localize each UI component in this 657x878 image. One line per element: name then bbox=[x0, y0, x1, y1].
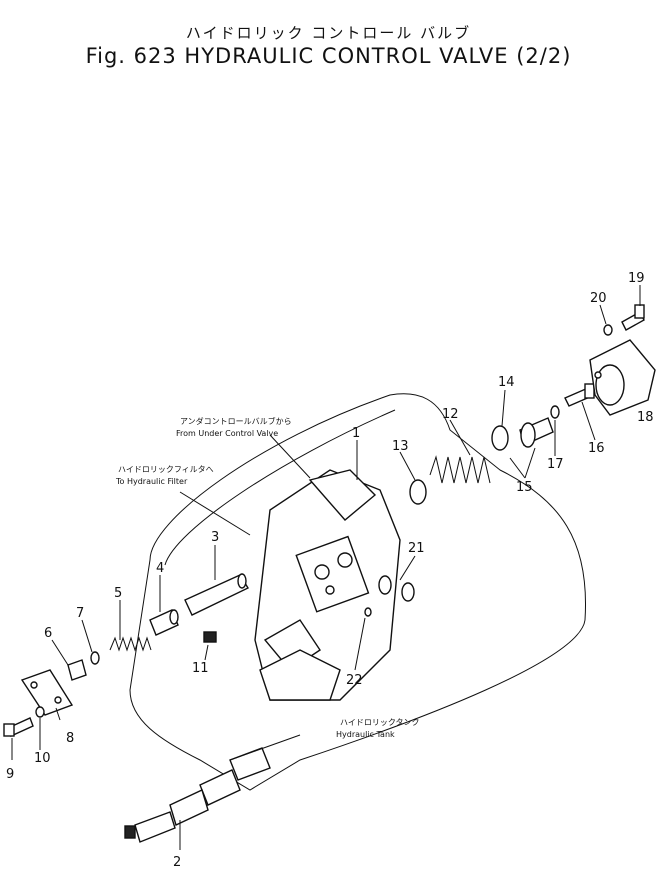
note-tank-en: Hydraulic Tank bbox=[336, 730, 395, 739]
spring-large bbox=[429, 455, 491, 484]
callout-21: 21 bbox=[408, 541, 425, 556]
plug bbox=[149, 609, 179, 636]
title-japanese: ハイドロリック コントロール バルブ bbox=[185, 24, 472, 42]
callout-3: 3 bbox=[211, 530, 219, 545]
bolt-19 bbox=[621, 304, 645, 331]
callout-18: 18 bbox=[637, 410, 654, 425]
o-ring-22 bbox=[364, 607, 372, 617]
callout-4: 4 bbox=[156, 561, 164, 576]
o-ring-21b bbox=[401, 582, 415, 602]
fitting-assembly bbox=[124, 747, 271, 843]
o-ring-17 bbox=[550, 405, 560, 419]
callout-7: 7 bbox=[76, 606, 84, 621]
washer-20 bbox=[603, 324, 613, 336]
o-ring-7 bbox=[90, 651, 100, 665]
callout-5: 5 bbox=[114, 586, 122, 601]
retainer bbox=[67, 659, 87, 681]
callout-11: 11 bbox=[192, 661, 209, 676]
callout-15: 15 bbox=[516, 480, 533, 495]
bolt-16 bbox=[564, 383, 595, 407]
spring-small bbox=[109, 636, 152, 652]
note-to-filter-en: To Hydraulic Filter bbox=[115, 477, 188, 486]
callout-10: 10 bbox=[34, 751, 51, 766]
spool bbox=[184, 573, 250, 616]
washer-10 bbox=[35, 706, 45, 718]
note-from-under-en: From Under Control Valve bbox=[176, 429, 278, 438]
callout-12: 12 bbox=[442, 407, 459, 422]
cover bbox=[589, 339, 656, 416]
valve-body bbox=[254, 469, 401, 701]
note-to-filter-jp: ハイドロリックフィルタへ bbox=[118, 465, 214, 474]
callout-9: 9 bbox=[6, 767, 14, 782]
ring-14 bbox=[491, 425, 509, 451]
callout-2: 2 bbox=[173, 855, 181, 870]
callout-22: 22 bbox=[346, 673, 363, 688]
leader-lines bbox=[11, 285, 641, 850]
callout-20: 20 bbox=[590, 291, 607, 306]
valve-piston bbox=[519, 417, 554, 448]
figure-title: Fig. 623 HYDRAULIC CONTROL VALVE (2/2) bbox=[85, 44, 572, 68]
seat-13 bbox=[409, 479, 427, 505]
flow-notes: アンダコントロールバルブから From Under Control Valve … bbox=[115, 416, 420, 739]
callout-1: 1 bbox=[352, 426, 360, 441]
callout-19: 19 bbox=[628, 271, 645, 286]
callout-16: 16 bbox=[588, 441, 605, 456]
callout-13: 13 bbox=[392, 439, 409, 454]
callout-6: 6 bbox=[44, 626, 52, 641]
plate bbox=[20, 669, 74, 716]
bolt-9 bbox=[3, 717, 34, 737]
callout-numbers: 1 2 3 4 5 6 7 8 9 10 11 12 13 14 15 16 1… bbox=[6, 271, 654, 870]
note-tank-jp: ハイドロリックタンク bbox=[340, 718, 420, 727]
plug-11 bbox=[203, 631, 217, 643]
callout-14: 14 bbox=[498, 375, 515, 390]
note-from-under-jp: アンダコントロールバルブから bbox=[180, 416, 292, 426]
callout-8: 8 bbox=[66, 731, 74, 746]
o-ring-21a bbox=[378, 575, 392, 595]
callout-17: 17 bbox=[547, 457, 564, 472]
